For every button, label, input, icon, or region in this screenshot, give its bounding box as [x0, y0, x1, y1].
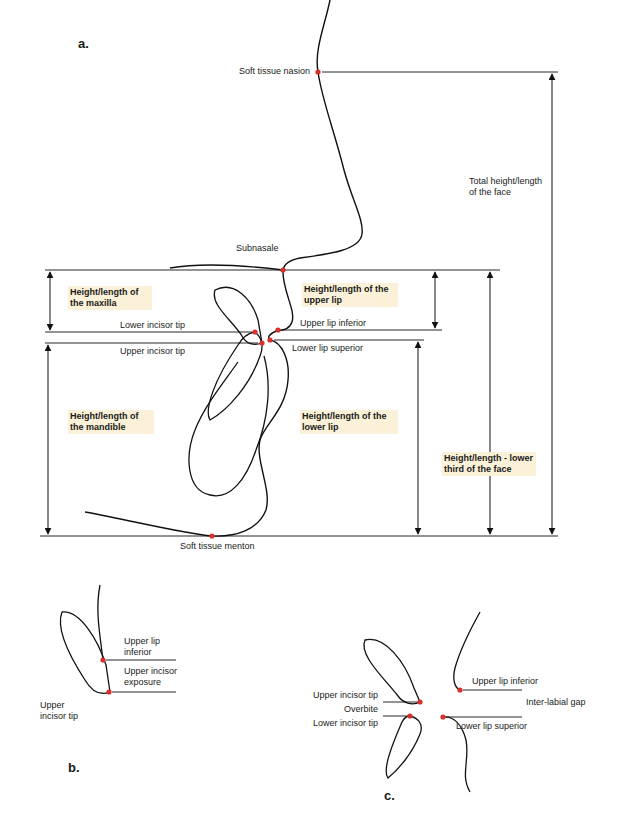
landmark-label: Upper lip inferior	[124, 636, 176, 658]
detail-c-outline	[386, 716, 421, 778]
detail-b-outline	[98, 585, 103, 660]
landmark-dot	[407, 713, 412, 718]
landmark-dot	[275, 327, 280, 332]
detail-c-line	[446, 717, 522, 718]
profile-outline	[85, 0, 362, 536]
dimension-label: Total height/length of the face	[468, 176, 550, 198]
landmark-label: Lower incisor tip	[120, 320, 185, 331]
detail-c-line	[383, 716, 408, 717]
panel-letter: c.	[384, 788, 395, 803]
landmark-dot	[100, 69, 462, 719]
landmark-dot	[267, 337, 272, 342]
measurement-line	[45, 270, 500, 271]
landmark-label: Upper lip inferior	[472, 676, 538, 687]
dimension-label: Height/length of the lower lip	[300, 410, 398, 434]
measurement-label: Upper incisor exposure	[124, 666, 182, 688]
landmark-label: Upper incisor tip	[120, 346, 185, 357]
dimension-arrow	[418, 342, 419, 534]
profile-outline	[170, 265, 283, 270]
dimension-label: Height/length of the maxilla	[68, 286, 152, 310]
measurement-line	[45, 332, 252, 333]
dimension-arrow	[48, 74, 552, 534]
landmark-label: Lower incisor tip	[296, 718, 378, 729]
landmark-dot	[417, 699, 422, 704]
measurement-label: Inter-labial gap	[526, 697, 586, 708]
landmark-label: Soft tissue nasion	[150, 66, 310, 77]
teeth-and-bone	[208, 332, 262, 420]
dimension-label: Height/length of the upper lip	[302, 283, 398, 307]
detail-b-outline	[60, 585, 110, 694]
landmark-dot	[252, 329, 257, 334]
dimension-label: Height/length of the mandible	[68, 410, 154, 434]
panel-letter: b.	[68, 760, 80, 775]
landmark-dot	[440, 714, 445, 719]
panel-letter: a.	[78, 36, 89, 51]
measurement-line	[274, 340, 424, 341]
dimension-arrow	[50, 272, 51, 330]
landmark-label: Lower lip superior	[456, 721, 527, 732]
measurement-line	[45, 343, 258, 344]
teeth-and-bone	[214, 287, 262, 344]
landmark-dot	[259, 340, 264, 345]
detail-c-line	[463, 690, 522, 691]
detail-c-line	[383, 690, 522, 717]
teeth-and-bone	[189, 287, 268, 495]
landmark-dot	[100, 657, 105, 662]
landmark-dot	[209, 533, 214, 538]
landmark-label: Upper lip inferior	[300, 318, 366, 329]
measurement-line	[40, 536, 558, 537]
measurement-label: Overbite	[296, 704, 378, 715]
measurement-line	[322, 72, 558, 73]
profile-outline	[283, 0, 362, 270]
measurement-line	[282, 330, 442, 331]
landmark-label: Upper incisor tip	[40, 700, 90, 722]
detail-c-line	[383, 702, 418, 703]
landmark-label: Subnasale	[236, 243, 279, 254]
dimension-arrow	[552, 74, 553, 534]
dimension-arrow	[435, 272, 436, 328]
landmark-dot	[106, 689, 111, 694]
landmark-dot	[280, 267, 285, 272]
landmark-label: Soft tissue menton	[180, 541, 255, 552]
teeth-and-bone	[189, 356, 268, 496]
detail-c-outline	[364, 612, 480, 792]
landmark-label: Lower lip superior	[292, 343, 363, 354]
detail-b-line	[112, 692, 176, 693]
dimension-label: Height/length - lower third of the face	[442, 452, 536, 476]
dimension-arrow	[48, 345, 49, 534]
detail-b-line	[106, 660, 176, 661]
dimension-arrow	[490, 272, 491, 534]
landmark-label: Upper incisor tip	[296, 690, 378, 701]
landmark-dot	[315, 69, 320, 74]
measurement-line	[40, 72, 558, 536]
landmark-dot	[457, 687, 462, 692]
